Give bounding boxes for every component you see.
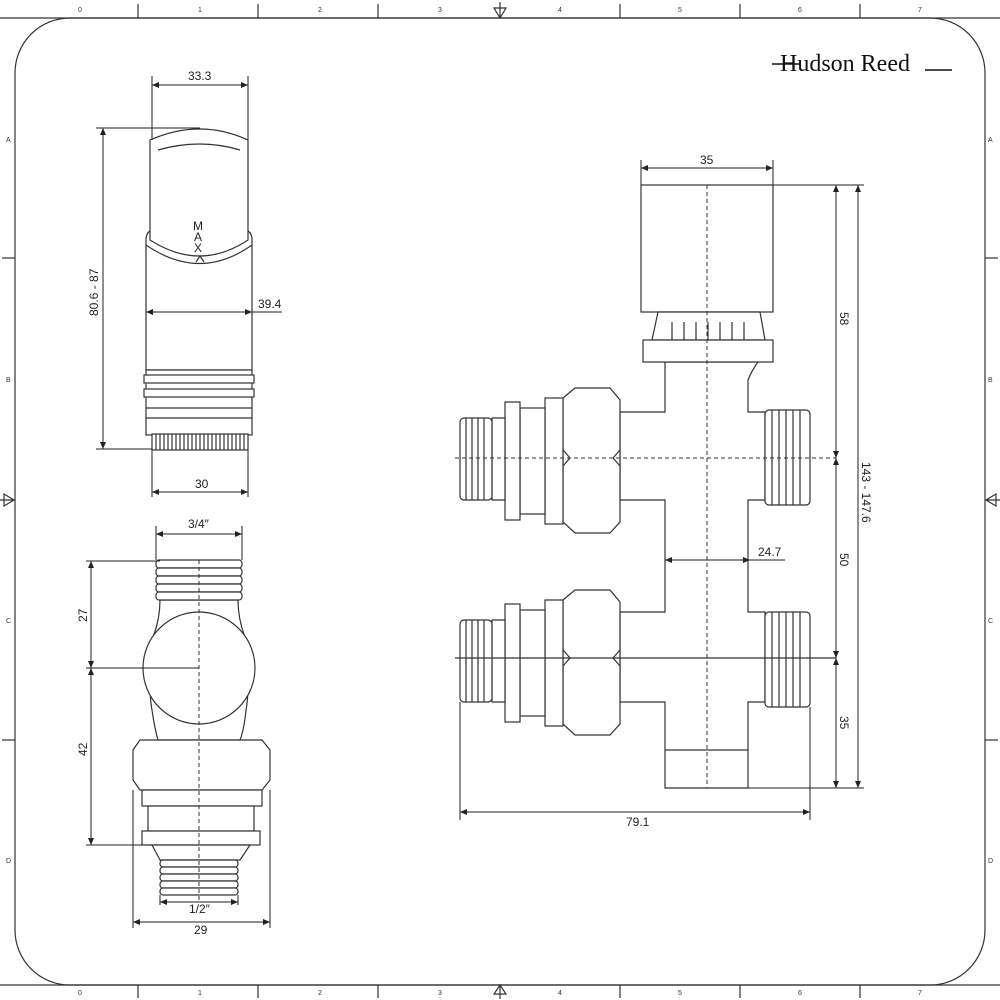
grid-row-b-right: B bbox=[988, 377, 993, 384]
grid-col-6-bottom: 6 bbox=[798, 990, 802, 997]
dim-total-width: 79.1 bbox=[626, 815, 650, 829]
grid-row-d-right: D bbox=[988, 858, 993, 865]
grid-col-2: 2 bbox=[318, 7, 322, 14]
grid-row-b: B bbox=[6, 377, 11, 384]
dim-middle-segment: 50 bbox=[837, 553, 851, 567]
grid-col-6: 6 bbox=[798, 7, 802, 14]
grid-col-0: 0 bbox=[78, 7, 82, 14]
dim-total-height: 143 - 147.6 bbox=[859, 462, 873, 523]
hudson-reed-logo: Hudson Reed bbox=[772, 51, 952, 77]
dim-cap-width: 33.3 bbox=[188, 69, 212, 83]
grid-row-d: D bbox=[6, 858, 11, 865]
grid-col-3: 3 bbox=[438, 7, 442, 14]
grid-row-a: A bbox=[6, 137, 11, 144]
dim-lower-segment: 35 bbox=[837, 716, 851, 730]
grid-row-c: C bbox=[6, 618, 11, 625]
grid-col-5: 5 bbox=[678, 7, 682, 14]
dim-lower-height: 42 bbox=[76, 742, 90, 756]
dim-cap-width-right: 35 bbox=[700, 153, 714, 167]
grid-col-5-bottom: 5 bbox=[678, 990, 682, 997]
cap-mark-a: A bbox=[194, 230, 202, 244]
dim-base-width: 30 bbox=[195, 477, 209, 491]
grid-row-a-right: A bbox=[988, 137, 993, 144]
manifold-valve-view: 35 58 143 - 147.6 50 24.7 35 79.1 bbox=[455, 153, 873, 829]
grid-col-4-bottom: 4 bbox=[558, 990, 562, 997]
grid-col-4: 4 bbox=[558, 7, 562, 14]
dim-thread-bottom: 1/2″ bbox=[189, 902, 211, 916]
grid-col-0-bottom: 0 bbox=[78, 990, 82, 997]
grid-col-1: 1 bbox=[198, 7, 202, 14]
dim-upper-height: 27 bbox=[76, 608, 90, 622]
dim-offset: 24.7 bbox=[758, 545, 782, 559]
grid-col-3-bottom: 3 bbox=[438, 990, 442, 997]
cap-mark-m: M bbox=[193, 219, 203, 233]
grid-col-1-bottom: 1 bbox=[198, 990, 202, 997]
dim-thread-top: 3/4″ bbox=[188, 517, 210, 531]
grid-col-2-bottom: 2 bbox=[318, 990, 322, 997]
logo-text: Hudson Reed bbox=[780, 51, 910, 77]
grid-col-7-bottom: 7 bbox=[918, 990, 922, 997]
dim-height: 80.6 - 87 bbox=[87, 268, 101, 316]
cap-mark-x: X bbox=[194, 241, 202, 255]
dim-front-width: 29 bbox=[194, 923, 208, 937]
grid-row-c-right: C bbox=[988, 618, 993, 625]
dim-body-width: 39.4 bbox=[258, 297, 282, 311]
dim-upper-segment: 58 bbox=[837, 312, 851, 326]
grid-col-7: 7 bbox=[918, 7, 922, 14]
valve-front-view: 3/4″ 27 42 1/2″ 29 bbox=[76, 517, 271, 937]
valve-side-view: M A X 33.3 80.6 - 87 39.4 30 bbox=[87, 69, 282, 497]
